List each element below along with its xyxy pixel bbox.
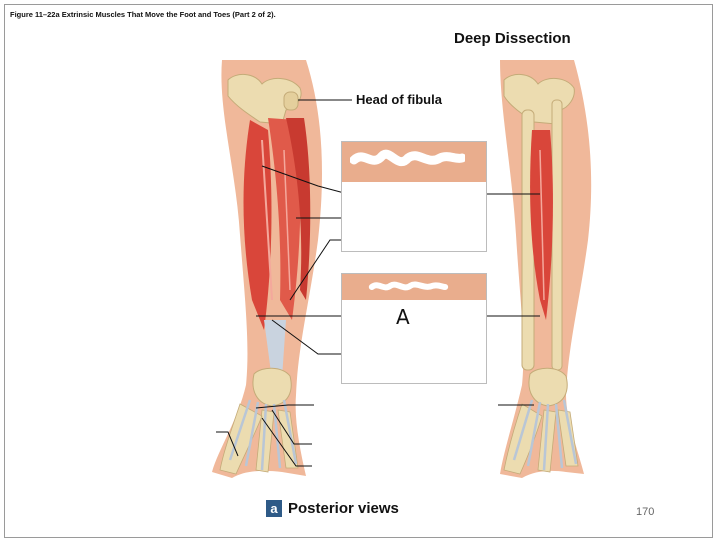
- handwritten-answer: A: [396, 305, 410, 329]
- label-box-lower: [341, 273, 487, 384]
- leader-foot-3: [261, 417, 312, 467]
- panel-title: Deep Dissection: [454, 30, 571, 47]
- figure-title: Figure 11–22a Extrinsic Muscles That Mov…: [10, 10, 276, 19]
- left-knee-bone: [227, 74, 302, 125]
- label-box-upper-header: [342, 142, 486, 182]
- panel-label: a Posterior views: [266, 500, 399, 517]
- label-head-of-fibula: Head of fibula: [356, 92, 442, 107]
- scribble-redaction: [350, 149, 465, 167]
- label-box-lower-header: [342, 274, 486, 300]
- scribble-redaction-2: [368, 281, 449, 291]
- leader-foot-2: [271, 409, 312, 445]
- panel-badge: a: [266, 500, 282, 517]
- label-box-upper: [341, 141, 487, 252]
- left-calf-muscle-3: [286, 118, 311, 300]
- left-fibula-head: [283, 91, 299, 111]
- page-number: 170: [636, 506, 655, 518]
- right-ankle-bone: [528, 367, 568, 407]
- left-leg: [212, 60, 322, 478]
- left-muscle-highlight-2: [283, 149, 291, 291]
- left-tendon: [264, 320, 286, 380]
- right-foot-tendons: [512, 399, 578, 471]
- left-foot-tendons: [228, 399, 298, 471]
- right-fibula: [551, 99, 563, 371]
- right-muscle-highlight: [539, 149, 545, 301]
- leader-foot-1: [255, 404, 314, 409]
- panel-caption: Posterior views: [288, 500, 399, 517]
- leader-foot-left: [216, 431, 239, 457]
- leader-box1-a: [261, 165, 349, 195]
- left-calf-muscle-2: [268, 118, 301, 320]
- left-ankle-bone: [252, 367, 292, 407]
- right-leg: [500, 60, 592, 478]
- leader-box2-b: [271, 319, 348, 355]
